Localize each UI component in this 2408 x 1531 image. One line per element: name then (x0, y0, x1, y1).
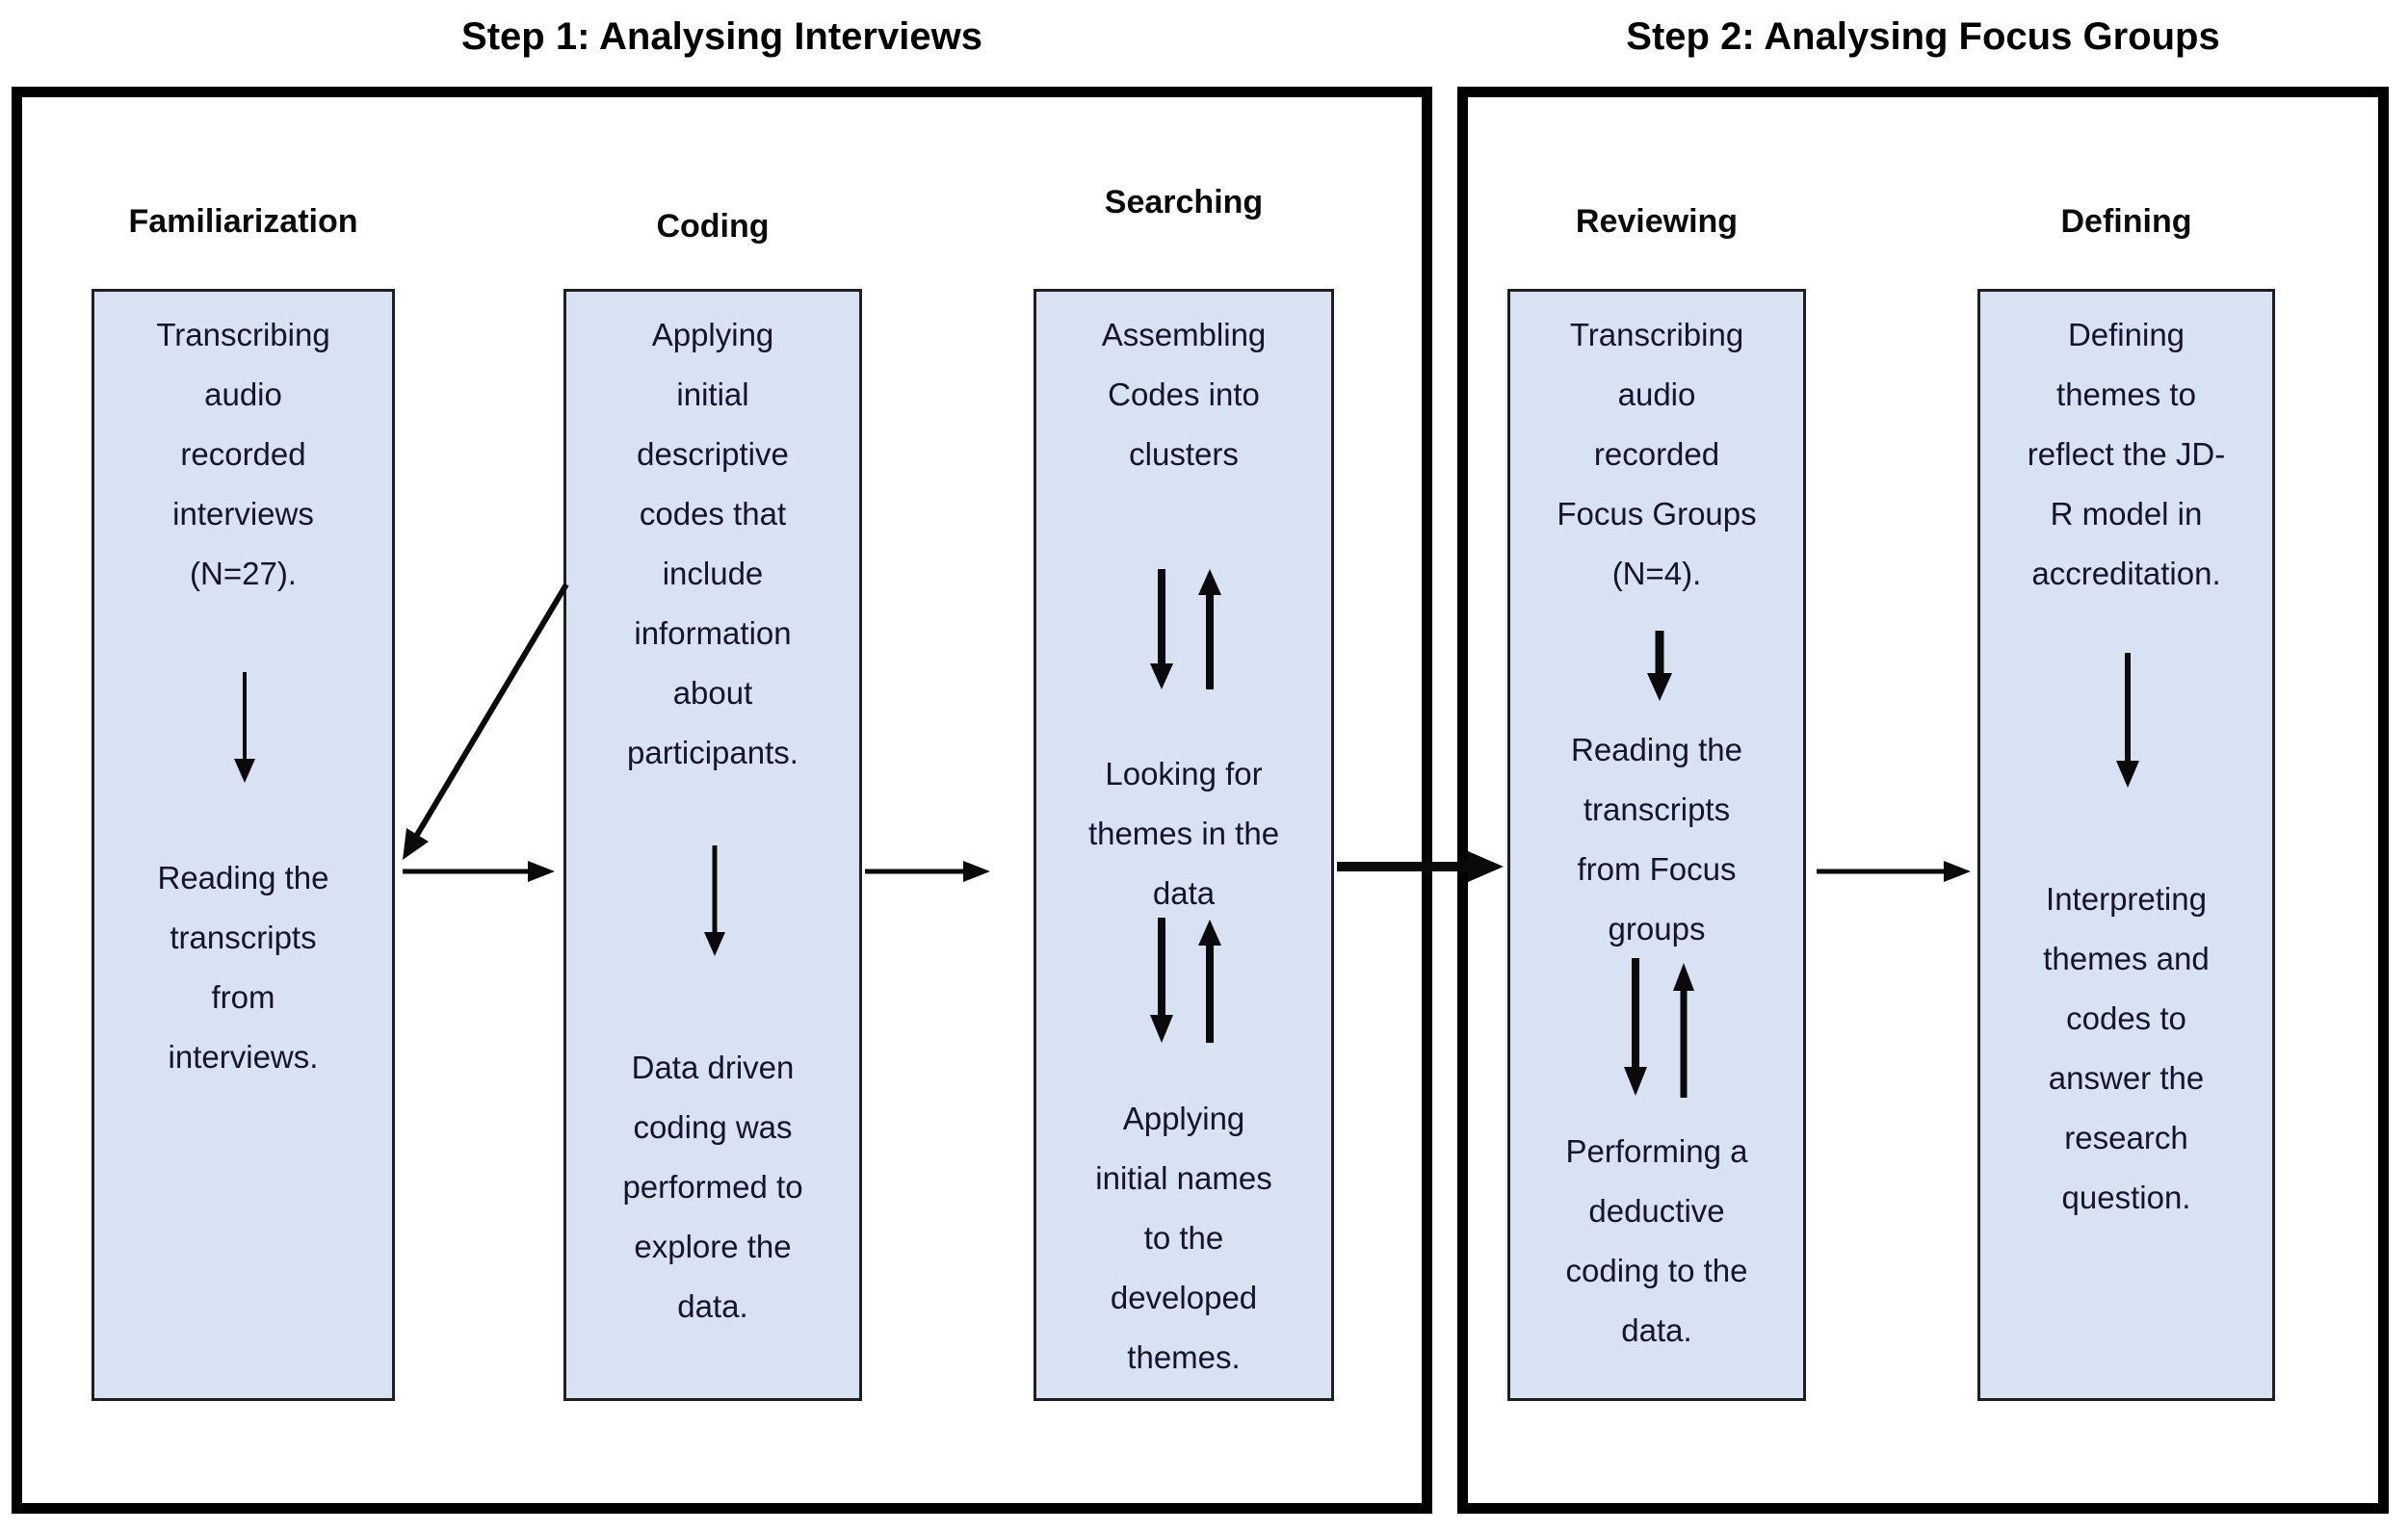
right-arrow-icon (403, 861, 555, 882)
searching-box: Assembling Codes into clusters Looking f… (1034, 289, 1334, 1401)
familiarization-box: Transcribing audio recorded interviews (… (92, 289, 395, 1401)
step1-frame (12, 87, 1432, 1514)
step2-frame (1457, 87, 2389, 1514)
right-arrow-icon (865, 861, 990, 882)
thick-right-arrow-icon (1337, 851, 1504, 882)
header-familiarization: Familiarization (128, 203, 358, 240)
coding-box: Applying initial descriptive codes that … (563, 289, 862, 1401)
down-arrow-icon (1647, 631, 1672, 701)
searching-text-2: Looking for themes in the data (1087, 756, 1280, 911)
header-reviewing: Reviewing (1575, 203, 1739, 240)
reviewing-box: Transcribing audio recorded Focus Groups… (1507, 289, 1806, 1401)
defining-text-2: Interpreting themes and codes to answer … (2043, 881, 2210, 1215)
defining-box: Defining themes to reflect the JD- R mod… (1977, 289, 2275, 1401)
header-defining: Defining (2060, 203, 2192, 240)
coding-text-1: Applying initial descriptive codes that … (627, 317, 798, 770)
right-arrow-icon (1817, 861, 1971, 882)
step2-title: Step 2: Analysing Focus Groups (1626, 15, 2220, 58)
reviewing-text-3: Performing a deductive coding to the dat… (1565, 1133, 1748, 1348)
header-coding: Coding (656, 208, 770, 245)
familiarization-text-1: Transcribing audio recorded interviews (… (156, 317, 330, 591)
searching-text-3: Applying initial names to the developed … (1095, 1101, 1272, 1375)
down-arrow-icon (2116, 653, 2139, 788)
defining-text-1: Defining themes to reflect the JD- R mod… (2027, 317, 2226, 591)
cycle-arrows-icon (1624, 958, 1694, 1098)
cycle-arrows-icon (1150, 918, 1221, 1043)
coding-text-2: Data driven coding was performed to expl… (622, 1050, 803, 1324)
header-searching: Searching (1104, 184, 1264, 221)
diagonal-arrow-icon (403, 583, 569, 860)
familiarization-text-2: Reading the transcripts from interviews. (157, 860, 329, 1075)
cycle-arrows-icon (1150, 569, 1221, 689)
reviewing-text-1: Transcribing audio recorded Focus Groups… (1557, 317, 1757, 591)
reviewing-text-2: Reading the transcripts from Focus group… (1571, 732, 1742, 947)
down-arrow-icon (704, 845, 725, 956)
searching-text-1: Assembling Codes into clusters (1101, 317, 1267, 472)
step1-title: Step 1: Analysing Interviews (461, 15, 982, 58)
down-arrow-icon (234, 672, 255, 783)
